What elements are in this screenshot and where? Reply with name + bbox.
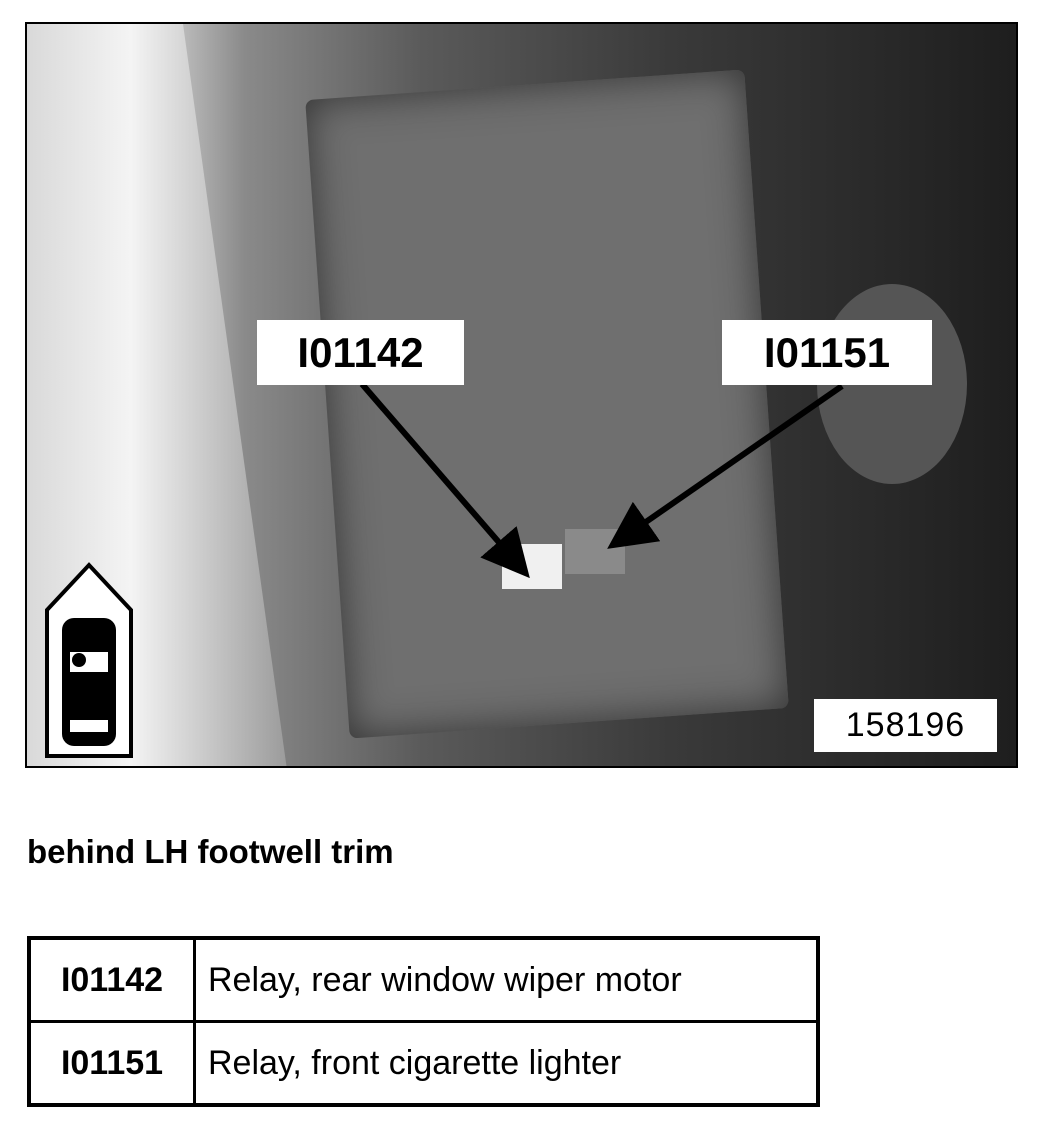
- figure-number: 158196: [814, 699, 997, 752]
- table-row: I01142 Relay, rear window wiper motor: [27, 936, 820, 1023]
- component-code: I01142: [27, 936, 196, 1023]
- callout-arrows: [359, 382, 844, 579]
- location-caption: behind LH footwell trim: [27, 833, 394, 870]
- arrow-i01142: [359, 382, 530, 579]
- component-table: I01142 Relay, rear window wiper motor I0…: [27, 936, 820, 1107]
- component-description: Relay, front cigarette lighter: [193, 1020, 820, 1107]
- component-description: Relay, rear window wiper motor: [193, 936, 820, 1023]
- car-top-view-icon: [45, 562, 133, 758]
- component-code: I01151: [27, 1020, 196, 1107]
- fuse-box-photo: I01142 I01151 158196: [25, 22, 1018, 768]
- callout-label-i01151: I01151: [722, 320, 932, 385]
- table-row: I01151 Relay, front cigarette lighter: [27, 1020, 820, 1107]
- callout-label-i01142: I01142: [257, 320, 464, 385]
- arrow-i01151: [607, 383, 844, 549]
